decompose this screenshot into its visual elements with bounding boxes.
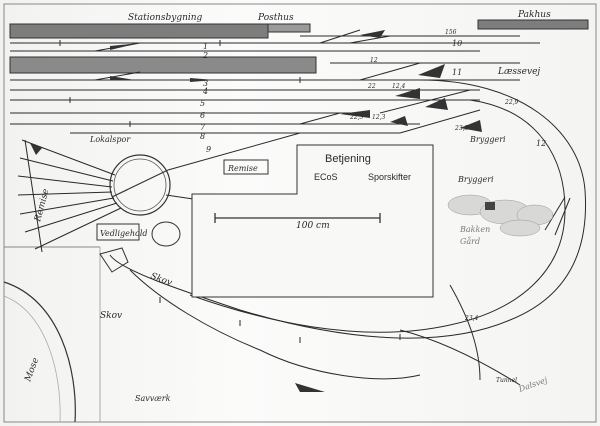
label-betjening: Betjening [325,153,371,165]
label-scale: 100 cm [296,221,330,231]
label-bakken: Bakken [459,225,490,234]
post-office-building [267,23,311,33]
label-losseveij: Læssevej [497,67,540,77]
track-number-4: 4 [202,87,208,96]
roundhouse-shed [223,159,269,175]
track-number-9: 9 [206,145,211,154]
label-sporskifter: Sporskifter [368,172,411,182]
track-number-1: 1 [203,42,208,51]
measurement-2: 12 [370,57,378,64]
label-posthus: Posthus [257,13,294,23]
label-remise-vertical: Remise [33,188,52,224]
measurement-9: 23,4 [464,315,479,322]
measurements: 156 12 22 12,4 22,5 12,3 22,9 23,3 23,4 [349,29,519,322]
label-savvaerk: Savværk [135,394,171,403]
station-building [9,23,269,39]
label-mose: Mose [23,356,41,383]
mountain-contour [3,281,76,423]
label-tunnel: Tunnel [496,377,517,384]
measurement-3: 22 [367,83,376,90]
measurement-4: 12,4 [392,83,406,90]
label-ecos: ECoS [314,172,338,182]
label-pakhus: Pakhus [517,10,551,20]
track-number-3: 3 [203,79,208,88]
measurement-7: 22,9 [504,99,519,106]
water-tower [151,221,181,247]
track-number-2: 2 [202,51,208,60]
track-number-6: 6 [200,111,205,120]
label-stationsbygning: Stationsbygning [128,13,203,23]
label-gaard: Gård [460,237,480,246]
label-skov-1: Skov [149,271,173,288]
measurement-1: 156 [445,29,457,36]
sawmill-siding [99,247,129,273]
measurement-5: 22,5 [349,114,364,121]
maintenance-shed [96,223,140,241]
label-dalsvej: Dalsvej [517,375,549,394]
measurement-6: 12,3 [372,114,386,121]
label-bryggeri: Bryggeri [457,175,494,184]
brewery-tank [485,202,495,210]
track-number-8: 8 [200,132,205,141]
label-skov-2: Skov [100,311,122,321]
label-vedligehold: Vedligehold [100,229,148,238]
turntable-area [17,132,301,253]
track-number-12: 12 [536,139,546,148]
track-number-7: 7 [200,123,206,132]
warehouse-building [477,19,589,30]
feeder-ticks [59,40,401,343]
measurement-8: 23,3 [454,125,469,132]
operator-pit [191,144,434,298]
baseboard-outline [3,3,597,423]
label-remise-shed: Remise [227,164,258,173]
track-number-11: 11 [452,68,462,77]
track-number-5: 5 [200,99,205,108]
track-number-10: 10 [452,39,462,48]
track-numbers: 1 2 3 4 5 6 7 8 9 10 11 12 [200,39,546,154]
label-lokalspor: Lokalspor [89,135,131,144]
switch-markers [30,30,482,392]
label-bryggeri-top: Bryggeri [469,135,506,144]
turntable [109,154,171,216]
brewery-area [447,194,554,237]
loading-platform [9,56,317,74]
main-loop [109,79,587,386]
